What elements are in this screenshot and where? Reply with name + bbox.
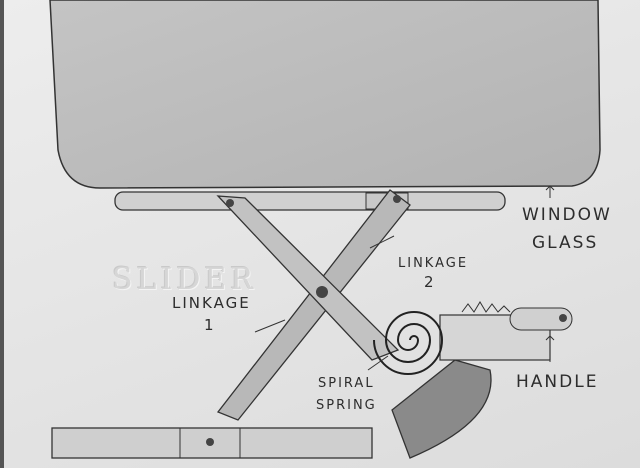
linkage-2-label-1: LINKAGE [398, 256, 469, 271]
handle-label: HANDLE [516, 372, 599, 392]
pivot-pin [316, 286, 328, 298]
linkage-1-label-1: LINKAGE [172, 294, 251, 312]
handle-arrow [545, 335, 555, 362]
linkage-2-pointer [369, 235, 395, 249]
linkage-2-label-2: 2 [424, 273, 436, 291]
slider-embossed-text: SLIDER [112, 262, 257, 297]
small-gear [461, 301, 511, 313]
bottom-pin [206, 438, 214, 446]
spring-pointer [367, 355, 389, 371]
glass-rail [114, 191, 506, 211]
window-glass-arrow [545, 185, 555, 198]
gear-sector [391, 359, 492, 459]
window-glass-label-2: GLASS [532, 233, 599, 253]
linkage-1-pointer [254, 319, 286, 333]
handle-knob [509, 307, 573, 331]
window-glass-label-1: WINDOW [522, 205, 612, 225]
linkage-2 [216, 189, 411, 421]
spiral-spring-label-2: SPRING [316, 398, 377, 413]
spiral-spring [373, 311, 444, 375]
top-pin-2 [393, 195, 401, 203]
window-glass [49, 0, 601, 189]
linkage-1 [216, 195, 400, 361]
handle-pin [559, 314, 567, 322]
dark-edge [0, 0, 4, 468]
top-pin [226, 199, 234, 207]
spiral-spring-label-1: SPIRAL [318, 376, 375, 391]
linkage-1-label-2: 1 [204, 316, 216, 334]
